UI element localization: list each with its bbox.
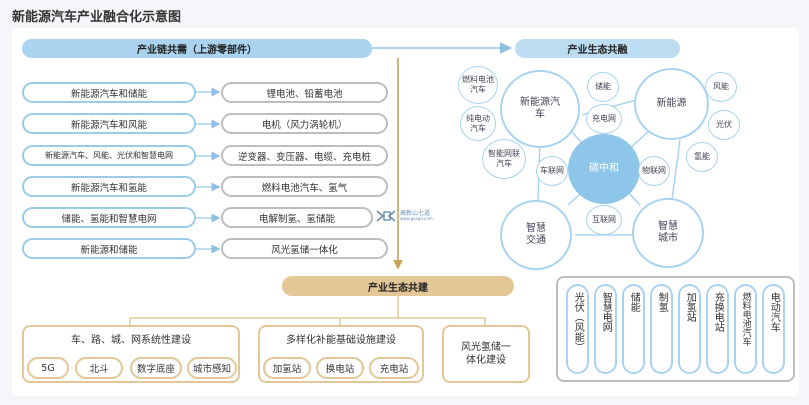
iov-label: 车联网 bbox=[540, 166, 564, 175]
row3-right: 逆变器、变压器、电缆、充电桩 bbox=[221, 145, 388, 166]
iov-circle: 车联网 bbox=[536, 156, 568, 186]
charging-net-circle: 充电网 bbox=[586, 104, 622, 134]
smart-city-circle: 智慧城市 bbox=[632, 198, 704, 268]
wind-circle: 风能 bbox=[705, 72, 737, 102]
page-title: 新能源汽车产业融合化示意图 bbox=[12, 10, 182, 25]
vert-hydrogen-production: 制氢 bbox=[650, 284, 673, 374]
logo-icon bbox=[376, 210, 396, 222]
charging-net-label: 充电网 bbox=[592, 114, 616, 123]
group1-title: 车、路、城、网系统性建设 bbox=[26, 328, 236, 348]
iot-circle: 物联网 bbox=[638, 156, 670, 186]
vert-storage: 储能 bbox=[622, 284, 645, 374]
item-city-sensing: 城市感知 bbox=[187, 357, 237, 379]
row2-left: 新能源汽车和风能 bbox=[22, 113, 196, 134]
row1-left: 新能源汽车和储能 bbox=[22, 82, 196, 103]
row4-right: 燃料电池汽车、氢气 bbox=[221, 176, 388, 197]
hydrogen-label: 氢能 bbox=[694, 152, 710, 161]
logo-name: 高新山七道 bbox=[400, 209, 431, 217]
vert-storage-label: 储能 bbox=[628, 292, 640, 312]
storage-label: 储能 bbox=[595, 82, 611, 91]
item-beidou: 北斗 bbox=[75, 357, 123, 379]
row4-left: 新能源汽车和氢能 bbox=[22, 176, 196, 197]
item-5g: 5G bbox=[27, 357, 69, 379]
carbon-neutral-circle: 碳中和 bbox=[568, 134, 640, 204]
ecology-build-header: 产业生态共建 bbox=[282, 276, 514, 296]
solar-label: 光伏 bbox=[716, 120, 732, 129]
wind-label: 风能 bbox=[713, 82, 729, 91]
smart-transport-label: 智慧交通 bbox=[526, 222, 546, 247]
hydrogen-circle: 氢能 bbox=[686, 142, 718, 172]
vert-hydrogen-production-label: 制氢 bbox=[656, 292, 668, 312]
storage-circle: 储能 bbox=[587, 72, 619, 102]
item-swap-station: 换电站 bbox=[316, 357, 364, 379]
item-hydrogen-station: 加氢站 bbox=[263, 357, 311, 379]
group2-title: 多样化补能基础设施建设 bbox=[262, 328, 420, 348]
vert-solar-wind: 光伏（风能） bbox=[566, 284, 589, 374]
internet-circle: 互联网 bbox=[586, 205, 622, 235]
icv-label: 智能网联汽车 bbox=[488, 149, 520, 168]
row3-left: 新能源汽车、风能、光伏和智慧电网 bbox=[22, 145, 196, 166]
vertical-group-box bbox=[556, 276, 795, 382]
group3-box: 风光氢储一体化建设 bbox=[442, 325, 530, 383]
bev-label: 纯电动汽车 bbox=[466, 113, 490, 133]
vert-solar-wind-label: 光伏（风能） bbox=[572, 292, 584, 352]
item-digital-base: 数字底座 bbox=[130, 357, 182, 379]
nev-circle: 新能源汽车 bbox=[500, 70, 580, 148]
smart-city-label: 智慧城市 bbox=[658, 220, 678, 245]
nev-label: 新能源汽车 bbox=[520, 96, 560, 121]
vert-fuel-cell: 燃料电池汽车 bbox=[734, 284, 757, 374]
vert-hydrogen-station-label: 加氢站 bbox=[684, 292, 696, 322]
carbon-neutral-label: 碳中和 bbox=[589, 162, 619, 174]
bev-circle: 纯电动汽车 bbox=[460, 106, 496, 141]
row1-right: 锂电池、铅蓄电池 bbox=[221, 82, 388, 103]
row5-left: 储能、氢能和智慧电网 bbox=[22, 207, 196, 228]
row5-right: 电解制氢、氢储能 bbox=[221, 207, 373, 228]
new-energy-circle: 新能源 bbox=[634, 68, 709, 140]
vert-ev-label: 电动汽车 bbox=[768, 292, 780, 332]
new-energy-label: 新能源 bbox=[656, 97, 687, 109]
fuel-cell-vehicle-circle: 燃料电池汽车 bbox=[458, 66, 498, 104]
vert-charge-swap-label: 充换电站 bbox=[712, 292, 724, 332]
upstream-header: 产业链共需（上游零部件） bbox=[22, 39, 372, 58]
brand-logo: 高新山七道 www.gxsqd.com bbox=[376, 210, 433, 222]
vert-smart-grid-label: 智慧电网 bbox=[600, 292, 612, 332]
group3-title: 风光氢储一体化建设 bbox=[461, 342, 511, 366]
fuel-cell-vehicle-label: 燃料电池汽车 bbox=[462, 75, 494, 94]
solar-circle: 光伏 bbox=[708, 110, 740, 140]
iot-label: 物联网 bbox=[642, 166, 666, 175]
internet-label: 互联网 bbox=[592, 215, 616, 224]
row6-left: 新能源和储能 bbox=[22, 238, 196, 259]
vert-hydrogen-station: 加氢站 bbox=[678, 284, 701, 374]
smart-transport-circle: 智慧交通 bbox=[500, 200, 572, 270]
vert-smart-grid: 智慧电网 bbox=[594, 284, 617, 374]
vert-charge-swap: 充换电站 bbox=[706, 284, 729, 374]
logo-sub: www.gxsqd.com bbox=[400, 216, 433, 222]
vert-ev: 电动汽车 bbox=[762, 284, 785, 374]
ecology-fusion-header: 产业生态共融 bbox=[515, 39, 680, 58]
icv-circle: 智能网联汽车 bbox=[482, 139, 526, 179]
item-charging-station: 充电站 bbox=[369, 357, 419, 379]
vert-fuel-cell-label: 燃料电池汽车 bbox=[740, 292, 751, 346]
row2-right: 电机（风力涡轮机） bbox=[221, 113, 388, 134]
row6-right: 风光氢储一体化 bbox=[221, 238, 388, 259]
